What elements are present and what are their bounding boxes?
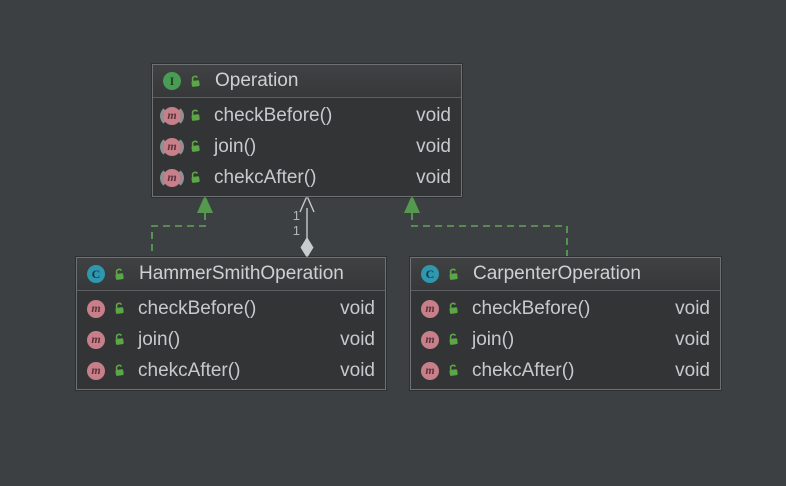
method-row[interactable]: m join() void <box>411 324 720 355</box>
method-row[interactable]: m checkBefore() void <box>153 100 461 131</box>
realization-triangle-icon <box>197 195 213 213</box>
method-name: checkBefore() <box>472 297 591 319</box>
method-return-type: void <box>416 135 451 157</box>
method-row[interactable]: m join() void <box>153 131 461 162</box>
method-row[interactable]: m checkBefore() void <box>411 293 720 324</box>
realization-triangle-icon <box>404 195 420 213</box>
diamond-icon <box>300 237 314 258</box>
edge-association[interactable] <box>299 194 315 258</box>
method-icon: m <box>421 330 439 349</box>
class-header[interactable]: C HammerSmithOperation <box>77 258 385 291</box>
class-title: Operation <box>215 70 299 91</box>
method-icon: m <box>87 299 105 318</box>
method-icon: m <box>421 361 439 380</box>
public-lock-icon <box>188 139 203 154</box>
method-return-type: void <box>416 166 451 188</box>
public-lock-icon <box>112 267 127 282</box>
public-lock-icon <box>446 363 461 378</box>
public-lock-icon <box>112 301 127 316</box>
edge-realization-right[interactable] <box>404 195 568 256</box>
method-name: checkBefore() <box>138 297 257 319</box>
public-lock-icon <box>446 267 461 282</box>
class-title: CarpenterOperation <box>473 263 641 284</box>
method-icon: m <box>421 299 439 318</box>
method-name: checkBefore() <box>214 104 333 126</box>
method-return-type: void <box>416 104 451 126</box>
public-lock-icon <box>112 332 127 347</box>
edge-realization-left[interactable] <box>151 195 213 256</box>
class-header[interactable]: I Operation <box>153 65 461 98</box>
method-return-type: void <box>340 328 375 350</box>
public-lock-icon <box>446 332 461 347</box>
method-row[interactable]: m chekcAfter() void <box>77 355 385 386</box>
method-row[interactable]: m checkBefore() void <box>77 293 385 324</box>
class-icon: C <box>87 265 105 283</box>
public-lock-icon <box>188 170 203 185</box>
method-return-type: void <box>340 359 375 381</box>
method-name: join() <box>472 328 515 350</box>
interface-icon: I <box>163 72 181 90</box>
method-row[interactable]: m chekcAfter() void <box>153 162 461 193</box>
method-name: join() <box>138 328 181 350</box>
method-row[interactable]: m join() void <box>77 324 385 355</box>
public-lock-icon <box>188 108 203 123</box>
class-header[interactable]: C CarpenterOperation <box>411 258 720 291</box>
class-node-operation[interactable]: I Operation m checkBefore() <box>152 64 462 197</box>
public-lock-icon <box>112 363 127 378</box>
abstract-method-icon: m <box>160 104 184 127</box>
method-icon: m <box>87 361 105 380</box>
public-lock-icon <box>188 74 203 89</box>
class-icon: C <box>421 265 439 283</box>
method-name: chekcAfter() <box>138 359 241 381</box>
method-name: join() <box>214 135 257 157</box>
multiplicity-label-top: 1 <box>292 208 300 223</box>
class-node-hammersmithoperation[interactable]: C HammerSmithOperation m check <box>76 257 386 390</box>
method-return-type: void <box>675 297 710 319</box>
class-title: HammerSmithOperation <box>139 263 344 284</box>
abstract-method-icon: m <box>160 166 184 189</box>
method-name: chekcAfter() <box>214 166 317 188</box>
method-icon: m <box>87 330 105 349</box>
method-return-type: void <box>675 359 710 381</box>
method-name: chekcAfter() <box>472 359 575 381</box>
multiplicity-label-bottom: 1 <box>292 223 300 238</box>
method-row[interactable]: m chekcAfter() void <box>411 355 720 386</box>
method-return-type: void <box>675 328 710 350</box>
method-return-type: void <box>340 297 375 319</box>
public-lock-icon <box>446 301 461 316</box>
class-node-carpenteroperation[interactable]: C CarpenterOperation m checkBe <box>410 257 721 390</box>
abstract-method-icon: m <box>160 135 184 158</box>
